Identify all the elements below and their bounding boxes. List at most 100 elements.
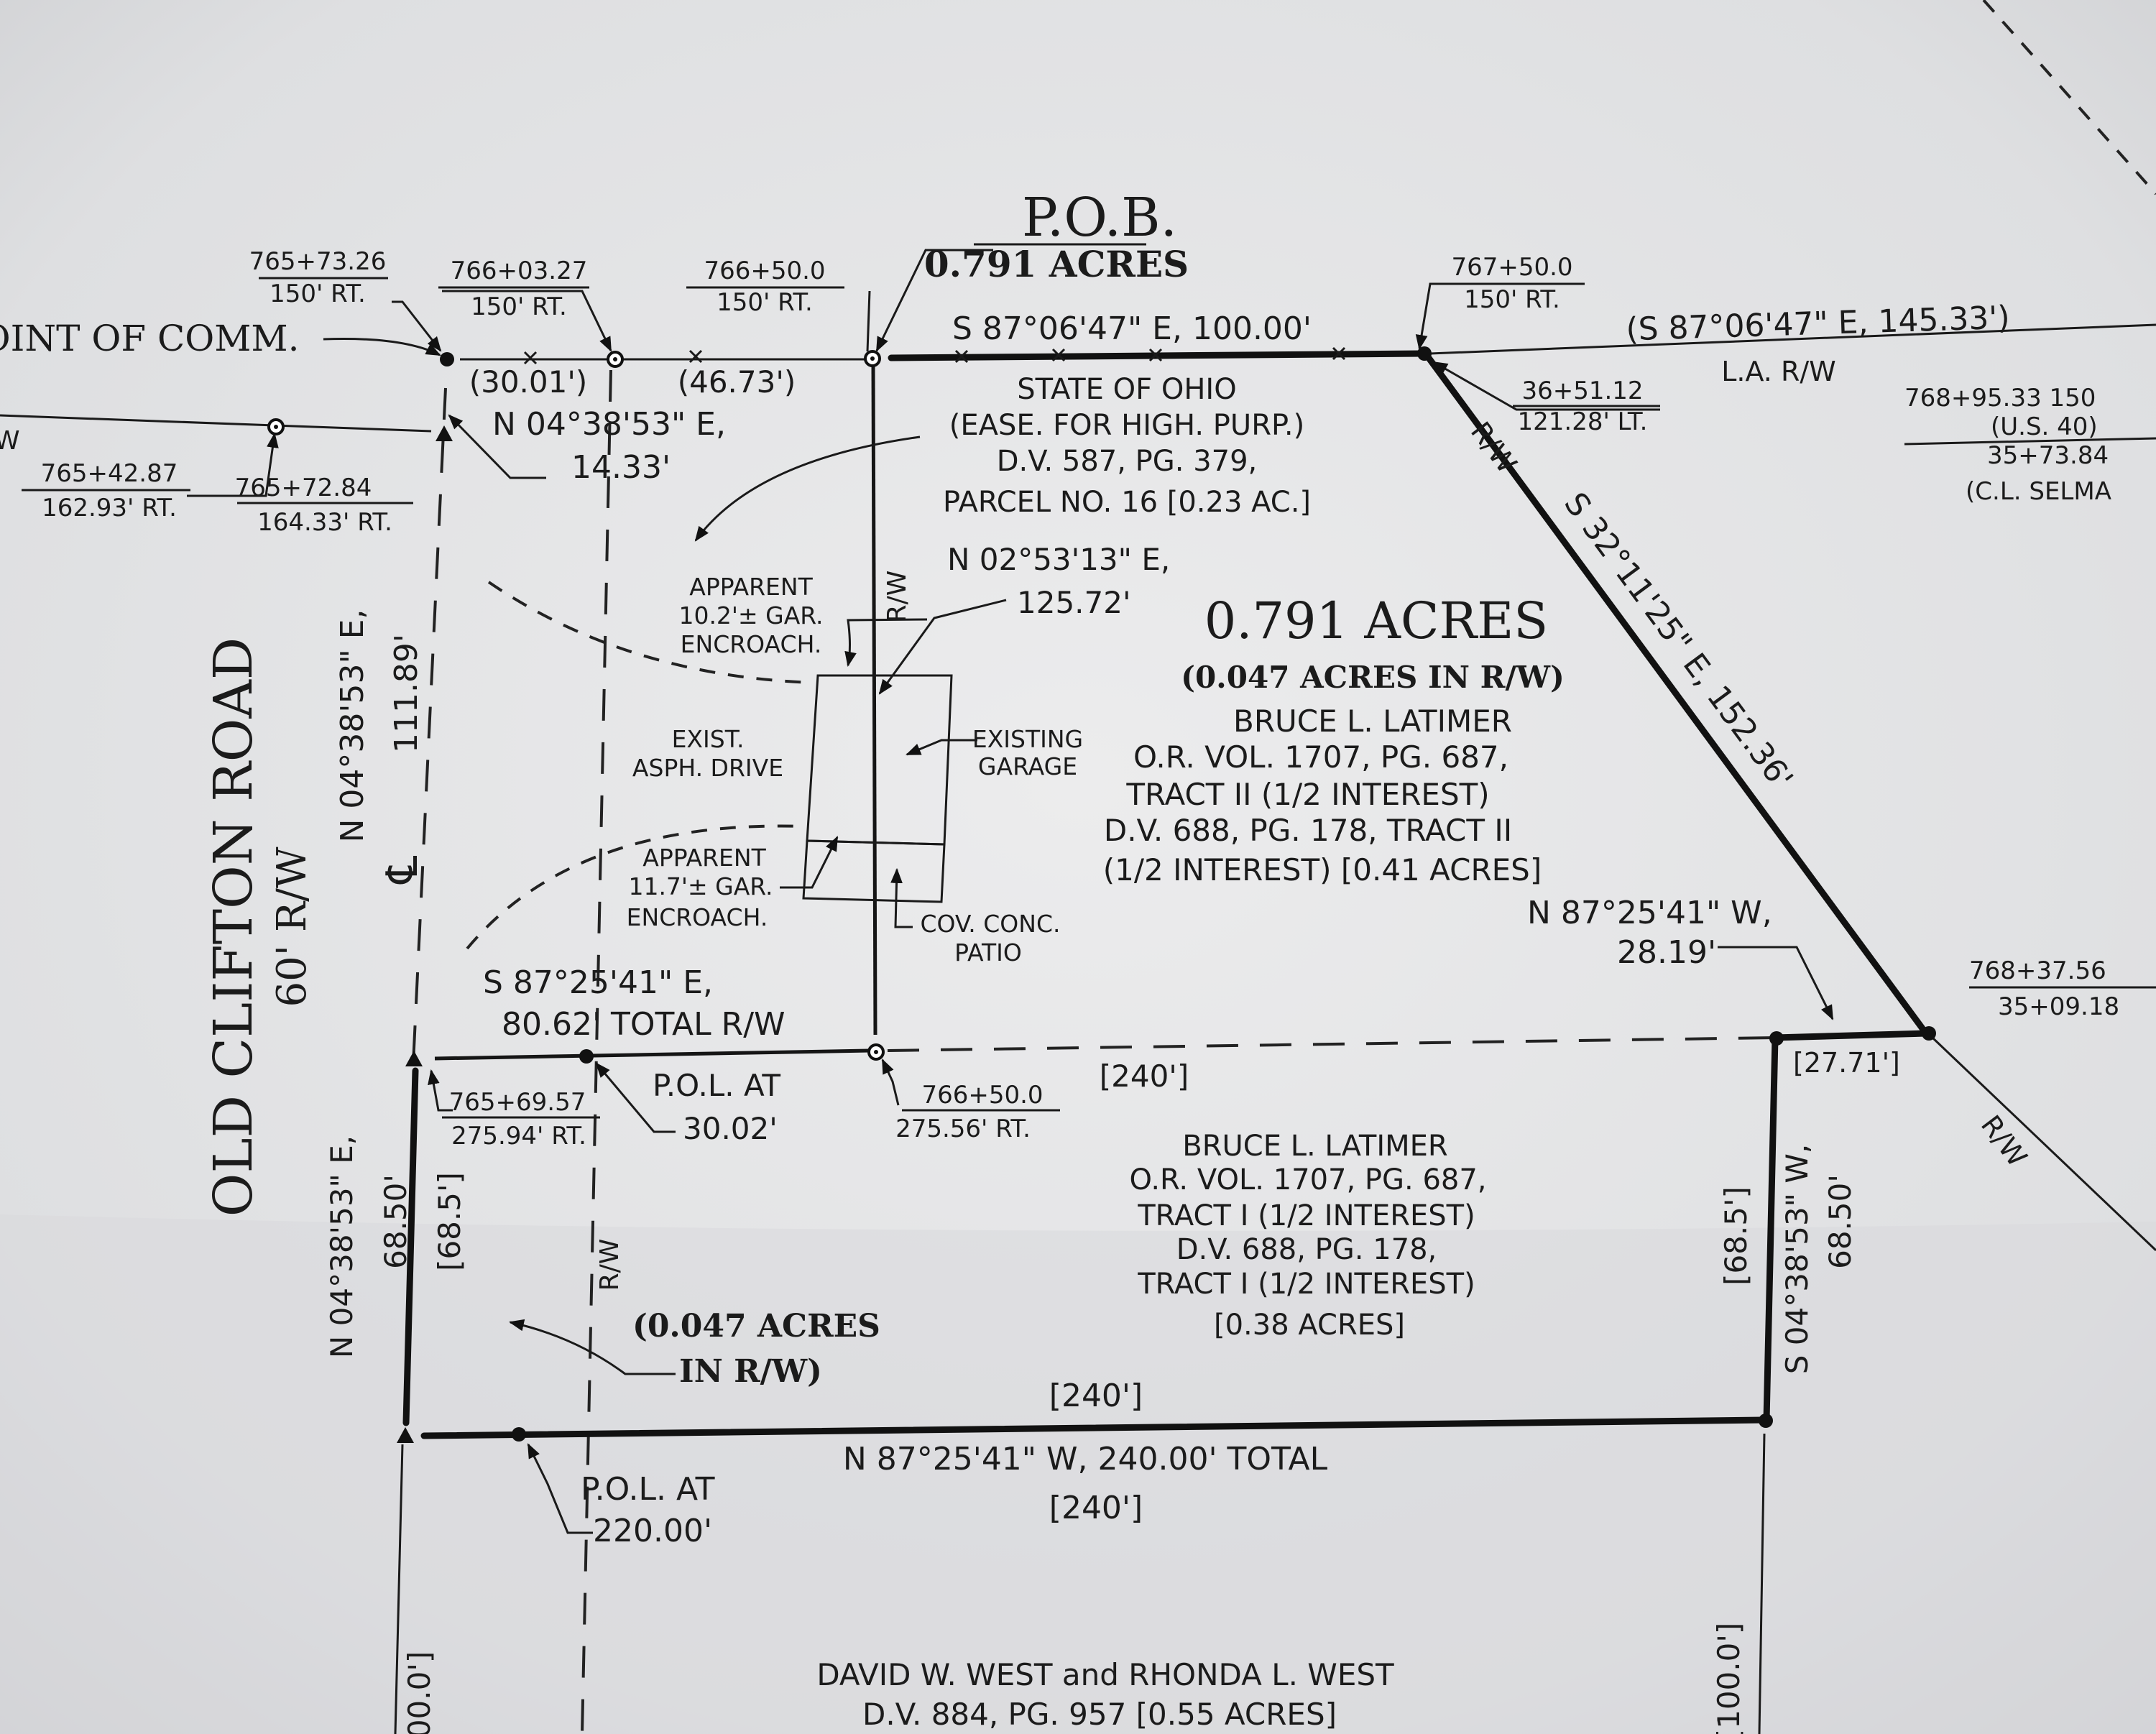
svg-text:N 02°53'13" E,: N 02°53'13" E, — [947, 542, 1170, 577]
encroach-upper: APPARENT 10.2'± GAR. ENCROACH. — [678, 573, 823, 658]
west-bottom-line — [394, 1444, 404, 1734]
svg-text:N 04°38'53" E,: N 04°38'53" E, — [334, 609, 371, 843]
svg-text:768+37.56: 768+37.56 — [1969, 956, 2106, 985]
west-upper-line — [412, 387, 447, 1064]
short-tie-labels: N 04°38'53" E, 14.33' — [492, 406, 726, 486]
svg-text:PARCEL NO. 16 [0.23 AC.]: PARCEL NO. 16 [0.23 AC.] — [943, 486, 1311, 519]
svg-text:DAVID W. WEST and RHONDA L. WE: DAVID W. WEST and RHONDA L. WEST — [816, 1657, 1394, 1692]
svg-text:[27.71']: [27.71'] — [1793, 1047, 1900, 1079]
svg-text:765+42.87: 765+42.87 — [41, 459, 178, 488]
svg-text:36+51.12: 36+51.12 — [1521, 377, 1643, 405]
garage-outline — [802, 674, 953, 903]
svg-text:APPARENT: APPARENT — [689, 573, 813, 601]
svg-text:BRUCE L. LATIMER: BRUCE L. LATIMER — [1233, 704, 1512, 739]
svg-text:L.A. R/W: L.A. R/W — [1721, 356, 1836, 387]
pob-acres: 0.791 ACRES — [924, 243, 1189, 285]
road-labels: OLD CLIFTON ROAD 60' R/W ℄ — [203, 637, 428, 1217]
svg-text:(0.047 ACRES: (0.047 ACRES — [632, 1308, 880, 1345]
corner-dashed-line — [1982, 0, 2156, 195]
svg-text:R/W: R/W — [883, 571, 912, 623]
svg-text:[240']: [240'] — [1100, 1059, 1189, 1094]
svg-text:IN R/W): IN R/W) — [679, 1353, 822, 1390]
svg-text:N 04°38'53" E,: N 04°38'53" E, — [324, 1135, 359, 1358]
svg-text:150' RT.: 150' RT. — [471, 292, 567, 321]
station-labels: 765+73.26 150' RT. 766+03.27 150' RT. 76… — [22, 247, 2156, 1150]
svg-text:N 87°25'41" W, 240.00' TOTAL: N 87°25'41" W, 240.00' TOTAL — [843, 1441, 1328, 1477]
south-line-labels: [240'] N 87°25'41" W, 240.00' TOTAL [240… — [843, 1378, 1328, 1526]
survey-monuments — [267, 346, 1936, 1443]
svg-text:S 87°06'47" E, 100.00': S 87°06'47" E, 100.00' — [952, 310, 1312, 347]
east-boundary-line — [1423, 351, 1930, 1037]
svg-text:111.89': 111.89' — [388, 634, 425, 753]
big-acres: 0.791 ACRES — [1204, 591, 1549, 650]
north-boundary-line — [0, 323, 2156, 433]
svg-text:765+69.57: 765+69.57 — [449, 1088, 586, 1117]
mid-dashed-line — [887, 1036, 1776, 1052]
svg-text:150' RT.: 150' RT. — [270, 280, 366, 308]
svg-text:80.62' TOTAL R/W: 80.62' TOTAL R/W — [502, 1006, 786, 1043]
svg-text:EXIST.: EXIST. — [672, 725, 745, 753]
svg-text:APPARENT: APPARENT — [642, 844, 766, 872]
svg-text:℄: ℄ — [377, 855, 428, 885]
paper-fold-shadow — [0, 1214, 2156, 1734]
svg-text:125.72': 125.72' — [1017, 585, 1131, 620]
svg-text:OLD CLIFTON ROAD: OLD CLIFTON ROAD — [203, 637, 264, 1217]
east-lower-line — [1763, 1034, 1779, 1424]
svg-text:TRACT II (1/2 INTEREST): TRACT II (1/2 INTEREST) — [1125, 777, 1489, 812]
svg-text:(C.L. SELMA: (C.L. SELMA — [1966, 477, 2111, 506]
mid-line-left — [434, 1048, 870, 1061]
svg-text:60' R/W: 60' R/W — [269, 847, 315, 1007]
pol1-labels: P.O.L. AT 30.02' — [653, 1068, 780, 1146]
svg-text:TRACT I (1/2 INTEREST): TRACT I (1/2 INTEREST) — [1137, 1268, 1475, 1301]
west-lower-labels: N 04°38'53" E, 68.50' [68.5'] R/W — [324, 1135, 625, 1358]
west-tract-note: DAVID W. WEST and RHONDA L. WEST D.V. 88… — [816, 1657, 1394, 1732]
svg-text:150' RT.: 150' RT. — [1464, 285, 1560, 314]
svg-text:P.O.L. AT: P.O.L. AT — [581, 1471, 715, 1508]
svg-text:N 87°25'41" W,: N 87°25'41" W, — [1527, 895, 1772, 931]
pob-title: P.O.B. — [1022, 187, 1177, 249]
garage-label: EXISTING GARAGE — [972, 725, 1083, 780]
south-jog-labels: N 87°25'41" W, 28.19' [27.71'] — [1527, 895, 1900, 1079]
svg-text:[240']: [240'] — [1049, 1490, 1143, 1526]
svg-text:766+50.0: 766+50.0 — [921, 1081, 1043, 1110]
encroach-lower: APPARENT 11.7'± GAR. ENCROACH. — [627, 844, 773, 931]
svg-text:ENCROACH.: ENCROACH. — [681, 630, 822, 658]
svg-text:765+73.26: 765+73.26 — [249, 247, 387, 276]
svg-text:BRUCE L. LATIMER: BRUCE L. LATIMER — [1182, 1130, 1447, 1163]
center-line-labels: N 02°53'13" E, 125.72' R/W — [883, 542, 1170, 622]
west-lower-line — [402, 1067, 419, 1426]
svg-text:(1/2 INTEREST) [0.41 ACRES]: (1/2 INTEREST) [0.41 ACRES] — [1103, 852, 1542, 887]
cut-w-label: W — [0, 426, 20, 456]
svg-text:14.33': 14.33' — [571, 449, 671, 486]
svg-text:S 04°38'53" W,: S 04°38'53" W, — [1779, 1144, 1815, 1374]
svg-text:O.R. VOL. 1707, PG. 687,: O.R. VOL. 1707, PG. 687, — [1133, 739, 1508, 775]
pol2-labels: P.O.L. AT 220.00' — [581, 1471, 715, 1549]
svg-text:275.94' RT.: 275.94' RT. — [451, 1122, 586, 1150]
svg-text:EXISTING: EXISTING — [972, 725, 1083, 753]
svg-text:[100.0']: [100.0'] — [402, 1651, 437, 1734]
point-of-comm: POINT OF COMM. — [0, 318, 300, 359]
svg-text:S 87°25'41" E,: S 87°25'41" E, — [483, 964, 713, 1001]
svg-text:30.02': 30.02' — [683, 1111, 778, 1146]
svg-text:N 04°38'53" E,: N 04°38'53" E, — [492, 406, 726, 443]
svg-text:D.V. 688, PG. 178,: D.V. 688, PG. 178, — [1176, 1233, 1437, 1266]
svg-text:765+72.84: 765+72.84 — [235, 474, 372, 502]
svg-text:220.00': 220.00' — [593, 1513, 712, 1549]
svg-text:PATIO: PATIO — [954, 939, 1022, 967]
svg-text:STATE OF OHIO: STATE OF OHIO — [1017, 373, 1236, 406]
svg-text:767+50.0: 767+50.0 — [1451, 253, 1572, 282]
svg-text:[100.0']: [100.0'] — [1711, 1623, 1746, 1734]
south-boundary-line — [420, 1416, 1768, 1439]
svg-text:10.2'± GAR.: 10.2'± GAR. — [678, 601, 823, 630]
svg-text:11.7'± GAR.: 11.7'± GAR. — [628, 872, 773, 900]
svg-text:121.28' LT.: 121.28' LT. — [1518, 407, 1648, 436]
svg-text:35+09.18: 35+09.18 — [1998, 992, 2119, 1021]
asph-drive-label: EXIST. ASPH. DRIVE — [632, 725, 783, 782]
svg-text:TRACT I (1/2 INTEREST): TRACT I (1/2 INTEREST) — [1137, 1199, 1475, 1232]
svg-text:ASPH. DRIVE: ASPH. DRIVE — [632, 754, 783, 782]
svg-text:[68.5']: [68.5'] — [432, 1172, 467, 1271]
east-bottom-line — [1758, 1433, 1766, 1734]
svg-text:162.93' RT.: 162.93' RT. — [42, 494, 177, 522]
acres-in-rw-note: (0.047 ACRES IN R/W) — [632, 1308, 880, 1390]
svg-text:ENCROACH.: ENCROACH. — [627, 903, 768, 931]
